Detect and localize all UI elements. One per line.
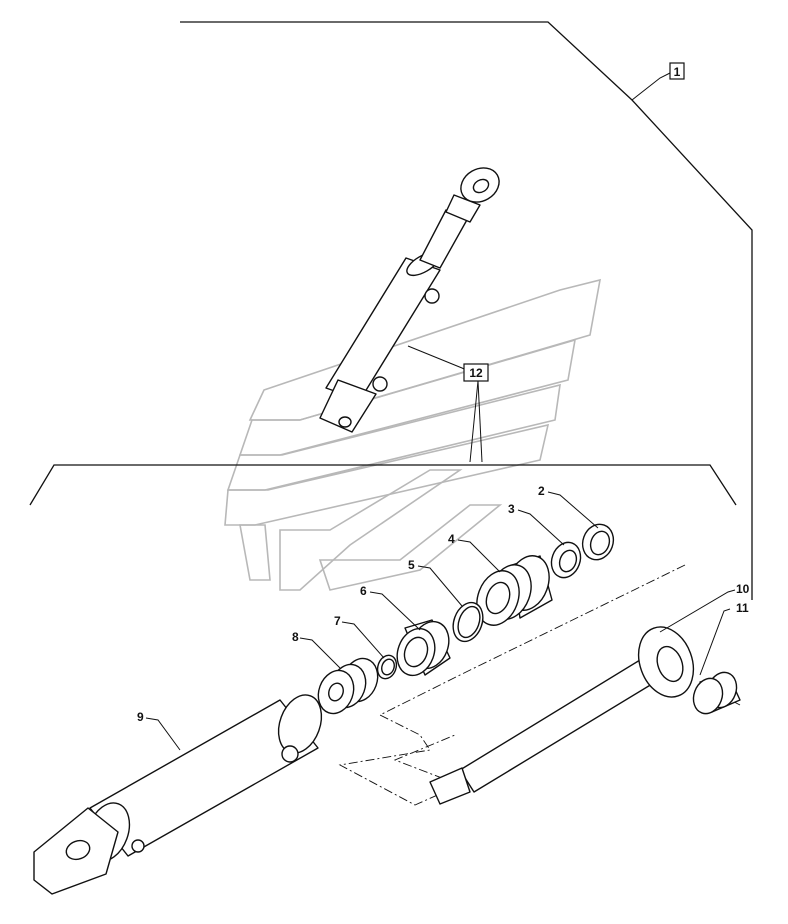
part-2-wiper-ring — [581, 523, 615, 561]
assembled-cylinder — [319, 167, 500, 433]
callout-9: 9 — [137, 710, 144, 724]
boxed-callout-12: 12 — [463, 363, 489, 382]
callout-7: 7 — [334, 614, 341, 628]
callout-1: 1 — [674, 65, 681, 79]
callout-6: 6 — [360, 584, 367, 598]
callout-11: 11 — [736, 601, 749, 615]
callout-10: 10 — [736, 582, 750, 596]
callout-2: 2 — [538, 484, 545, 498]
part-5-o-ring — [452, 601, 484, 643]
boxed-callout-1: 1 — [669, 62, 685, 80]
part-10-rod — [429, 626, 695, 805]
part-8-piston — [317, 657, 379, 715]
part-4-gland — [476, 555, 553, 626]
part-11-bushing — [692, 671, 741, 715]
callout-labels: 2 3 4 5 6 7 8 9 10 11 — [137, 484, 750, 724]
watermark-logo — [224, 278, 602, 591]
part-6-bushing — [396, 619, 451, 677]
leader-lines — [145, 72, 736, 751]
part-9-barrel — [33, 694, 323, 895]
callout-12: 12 — [469, 366, 483, 380]
callout-5: 5 — [408, 558, 415, 572]
part-3-seal — [550, 541, 582, 579]
callout-8: 8 — [292, 630, 299, 644]
callout-4: 4 — [448, 532, 455, 546]
part-7-o-ring — [376, 654, 398, 680]
callout-3: 3 — [508, 502, 515, 516]
